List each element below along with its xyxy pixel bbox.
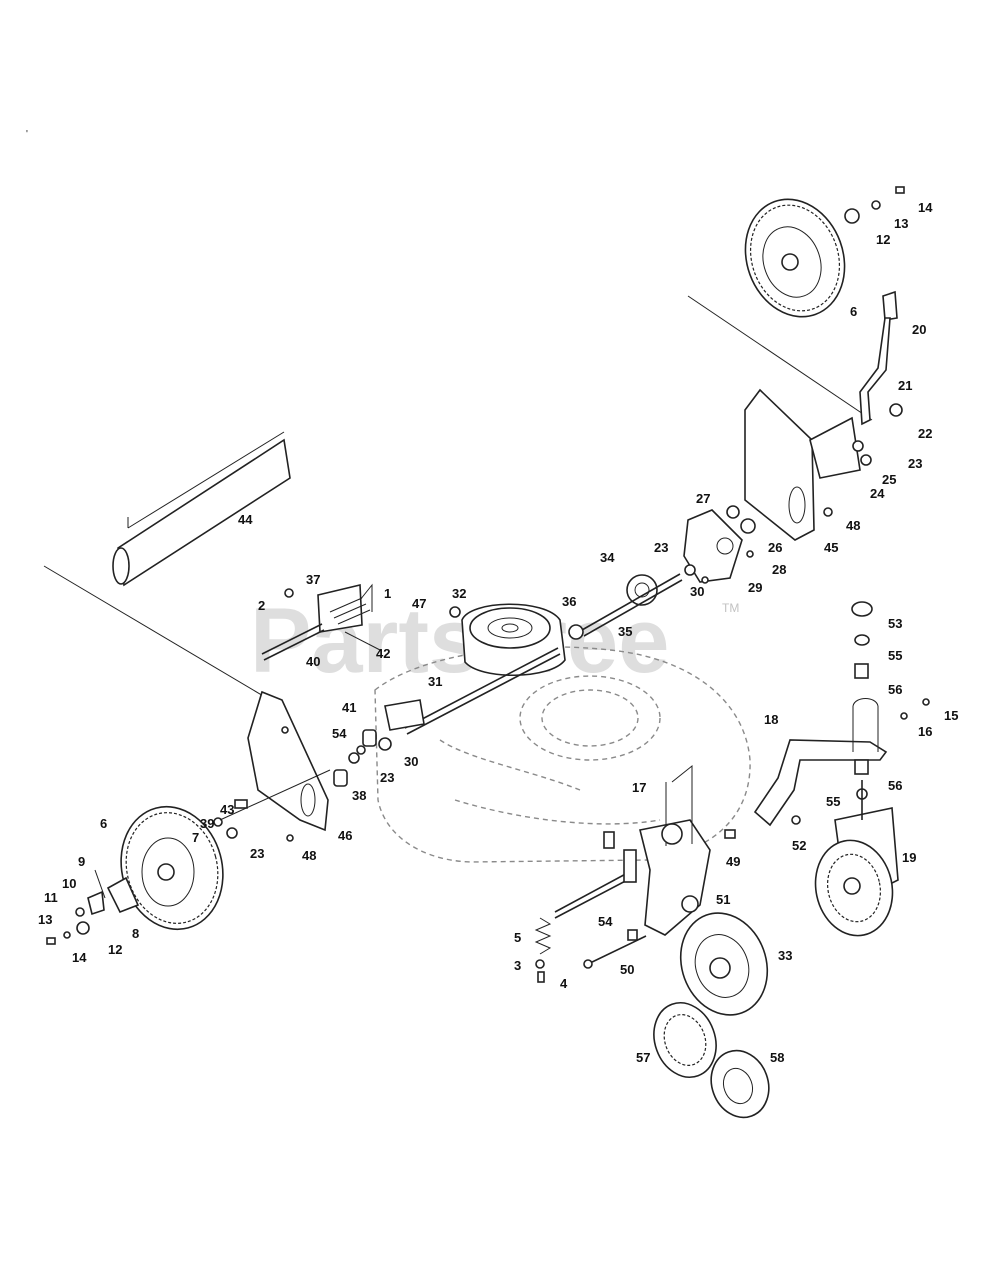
callout-32: 32 <box>452 586 466 601</box>
callout-23c: 23 <box>380 770 394 785</box>
callout-4: 4 <box>560 976 568 991</box>
watermark-tm: TM <box>722 601 739 615</box>
wheel-cover-57 <box>653 1002 717 1078</box>
callout-26: 26 <box>768 540 782 555</box>
callout-7: 7 <box>192 830 199 845</box>
callout-25: 25 <box>882 472 896 487</box>
callout-11: 11 <box>44 890 58 905</box>
left-spacers <box>333 729 392 787</box>
callout-14a: 14 <box>918 200 933 215</box>
callout-17: 17 <box>632 780 646 795</box>
callout-51: 51 <box>716 892 730 907</box>
rear-pivot-spring <box>261 583 381 661</box>
callout-56a: 56 <box>888 682 902 697</box>
front-spring <box>534 917 552 983</box>
front-caster-assembly <box>753 601 930 827</box>
front-wheel-bolt <box>583 929 647 969</box>
rear-baffle <box>43 431 291 701</box>
callouts: 1 2 3 4 5 6 6 7 8 9 10 11 12 12 13 13 14… <box>38 200 958 1065</box>
callout-55a: 55 <box>888 648 902 663</box>
drive-shaft <box>384 647 561 735</box>
mower-deck <box>374 646 751 863</box>
callout-20: 20 <box>912 322 926 337</box>
callout-14b: 14 <box>72 950 87 965</box>
watermark-text: PartsTree <box>250 590 669 692</box>
front-wheel-left <box>679 912 769 1016</box>
callout-47: 47 <box>412 596 426 611</box>
callout-5: 5 <box>514 930 521 945</box>
callout-33: 33 <box>778 948 792 963</box>
hardware-12-13-14-top <box>844 186 905 224</box>
callout-15: 15 <box>944 708 958 723</box>
callout-42: 42 <box>376 646 390 661</box>
callout-39: 39 <box>200 816 214 831</box>
callout-13b: 13 <box>38 912 52 927</box>
drive-pinion-axle <box>568 573 683 640</box>
callout-6a: 6 <box>850 304 857 319</box>
callout-9: 9 <box>78 854 85 869</box>
callout-41: 41 <box>342 700 356 715</box>
callout-29: 29 <box>748 580 762 595</box>
callout-6b: 6 <box>100 816 107 831</box>
callout-56b: 56 <box>888 778 902 793</box>
callout-22: 22 <box>918 426 932 441</box>
axle-plate-right <box>683 505 756 584</box>
callout-49: 49 <box>726 854 740 869</box>
callout-57: 57 <box>636 1050 650 1065</box>
rear-height-bracket <box>744 388 872 541</box>
callout-30b: 30 <box>404 754 418 769</box>
callout-46: 46 <box>338 828 352 843</box>
callout-13a: 13 <box>894 216 908 231</box>
callout-3: 3 <box>514 958 521 973</box>
callout-55b: 55 <box>826 794 840 809</box>
callout-12b: 12 <box>108 942 122 957</box>
callout-54b: 54 <box>598 914 613 929</box>
callout-35: 35 <box>618 624 632 639</box>
callout-37: 37 <box>306 572 320 587</box>
callout-12a: 12 <box>876 232 890 247</box>
callout-48a: 48 <box>846 518 860 533</box>
hub-cap-58 <box>710 1049 770 1119</box>
callout-1: 1 <box>384 586 391 601</box>
callout-40: 40 <box>306 654 320 669</box>
callout-28: 28 <box>772 562 786 577</box>
callout-36: 36 <box>562 594 576 609</box>
left-wheel-hub-parts <box>46 869 140 945</box>
callout-31: 31 <box>428 674 442 689</box>
rear-wheel-left <box>120 805 224 931</box>
callout-52: 52 <box>792 838 806 853</box>
callout-2: 2 <box>258 598 265 613</box>
callout-27: 27 <box>696 491 710 506</box>
callout-23a: 23 <box>908 456 922 471</box>
callout-24: 24 <box>870 486 885 501</box>
caster-wheel <box>814 780 899 937</box>
callout-16: 16 <box>918 724 932 739</box>
callout-18: 18 <box>764 712 778 727</box>
corner-mark: ' <box>26 129 28 140</box>
callout-53: 53 <box>888 616 902 631</box>
height-adjust-lever <box>859 290 903 426</box>
callout-58: 58 <box>770 1050 784 1065</box>
transmission <box>449 603 566 677</box>
callout-38: 38 <box>352 788 366 803</box>
callout-19: 19 <box>902 850 916 865</box>
callout-23d: 23 <box>250 846 264 861</box>
callout-30a: 30 <box>690 584 704 599</box>
callout-54a: 54 <box>332 726 347 741</box>
callout-45: 45 <box>824 540 838 555</box>
rear-height-bracket-left <box>247 690 329 832</box>
callout-50: 50 <box>620 962 634 977</box>
callout-10: 10 <box>62 876 76 891</box>
callout-8: 8 <box>132 926 139 941</box>
callout-44: 44 <box>238 512 253 527</box>
callout-48b: 48 <box>302 848 316 863</box>
left-wheel-hardware <box>213 769 331 842</box>
callout-43: 43 <box>220 802 234 817</box>
callout-21: 21 <box>898 378 912 393</box>
rear-wheel-right <box>687 198 873 421</box>
front-pivot-arm <box>554 764 736 936</box>
callout-23b: 23 <box>654 540 668 555</box>
callout-34: 34 <box>600 550 615 565</box>
